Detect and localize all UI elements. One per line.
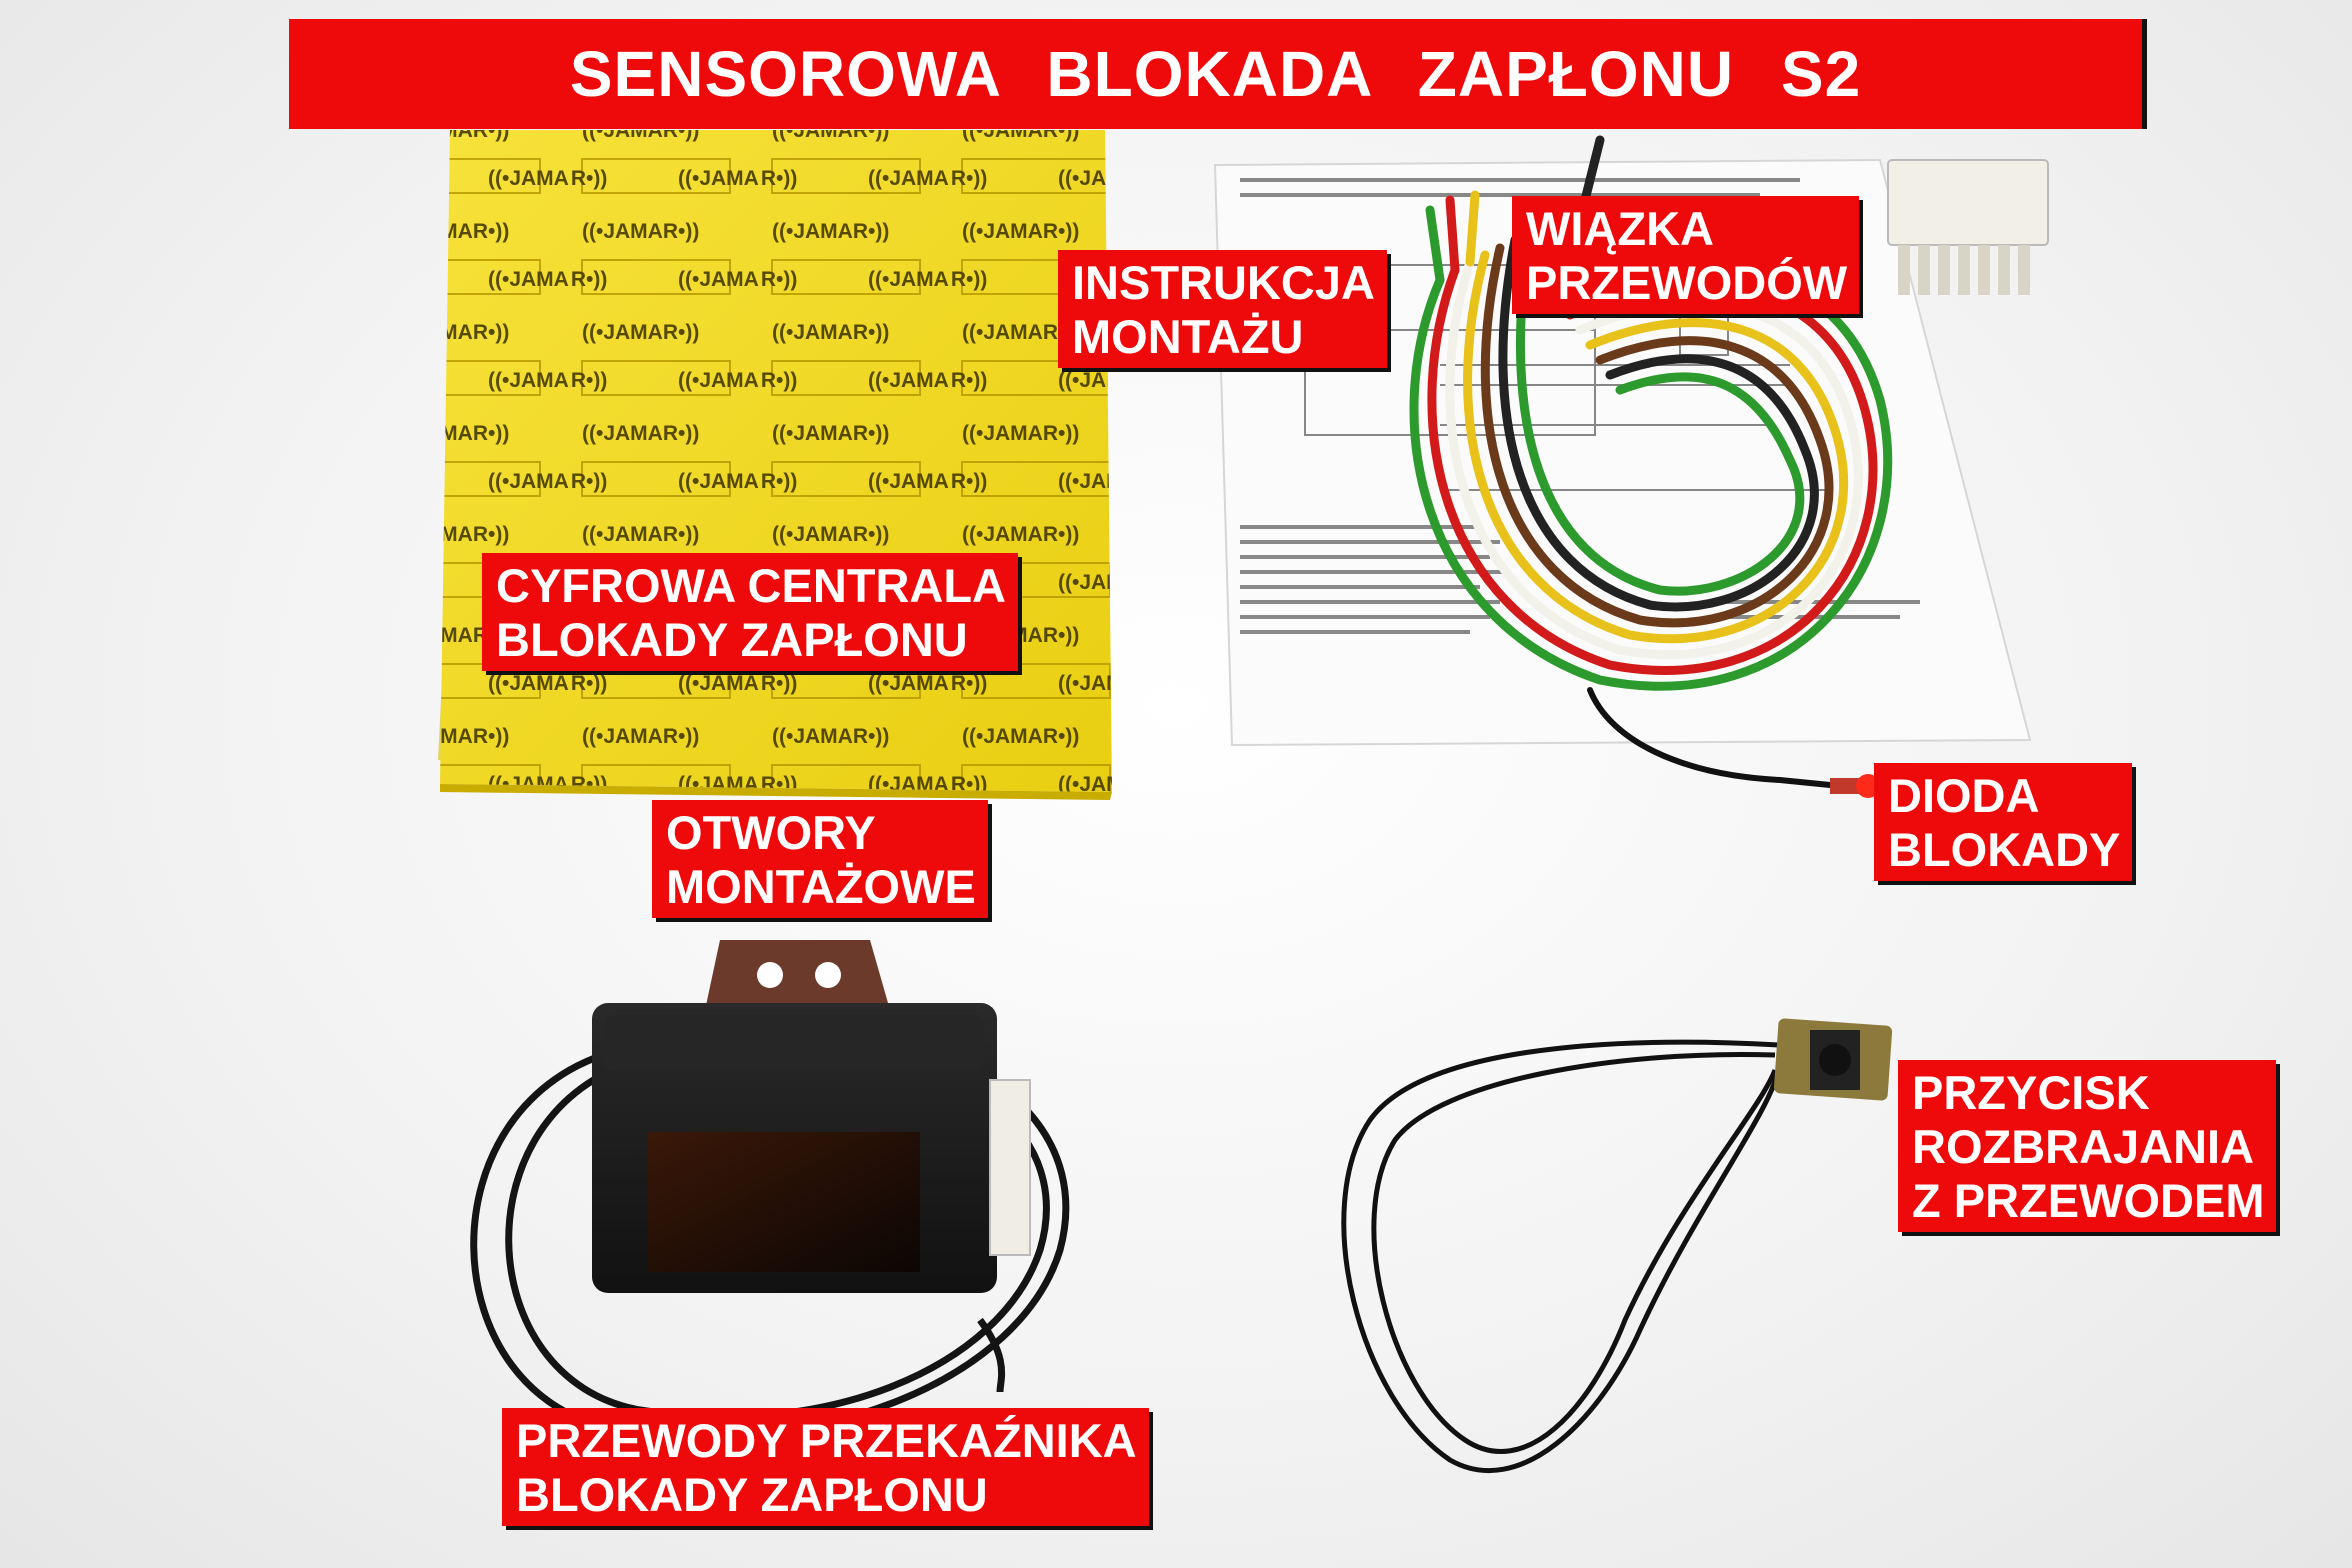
label-line: INSTRUKCJA <box>1072 256 1375 309</box>
label-line: PRZYCISK <box>1912 1066 2150 1119</box>
harness-connector <box>1887 159 2049 295</box>
label-dioda: DIODA BLOKADY <box>1874 763 2133 881</box>
label-line: DIODA <box>1888 769 2040 822</box>
title-banner: SENSOROWA BLOKADA ZAPŁONU S2 <box>289 19 2142 129</box>
label-przycisk: PRZYCISK ROZBRAJANIA Z PRZEWODEM <box>1898 1060 2277 1232</box>
label-wiazka: WIĄZKA PRZEWODÓW <box>1512 196 1860 314</box>
control-module <box>470 940 1070 1440</box>
label-line: BLOKADY ZAPŁONU <box>516 1468 988 1521</box>
label-line: MONTAŻU <box>1072 310 1304 363</box>
label-centrala: CYFROWA CENTRALA BLOKADY ZAPŁONU <box>482 553 1019 671</box>
label-otwory: OTWORY MONTAŻOWE <box>652 800 988 918</box>
disarm-button <box>1341 1018 1893 1474</box>
label-line: MONTAŻOWE <box>666 860 976 913</box>
label-instrukcja: INSTRUKCJA MONTAŻU <box>1058 250 1387 368</box>
label-przewody: PRZEWODY PRZEKAŹNIKA BLOKADY ZAPŁONU <box>502 1408 1149 1526</box>
label-line: ROZBRAJANIA <box>1912 1120 2255 1173</box>
label-line: PRZEWODÓW <box>1526 256 1848 309</box>
label-line: BLOKADY <box>1888 823 2121 876</box>
page-title: SENSOROWA BLOKADA ZAPŁONU S2 <box>569 38 1862 110</box>
label-line: Z PRZEWODEM <box>1912 1174 2265 1227</box>
jamar-box <box>438 130 1112 800</box>
label-line: CYFROWA CENTRALA <box>496 559 1007 612</box>
label-line: BLOKADY ZAPŁONU <box>496 613 968 666</box>
label-line: PRZEWODY PRZEKAŹNIKA <box>516 1414 1137 1467</box>
label-line: WIĄZKA <box>1526 202 1714 255</box>
led-diode <box>1830 774 1880 798</box>
label-line: OTWORY <box>666 806 876 859</box>
